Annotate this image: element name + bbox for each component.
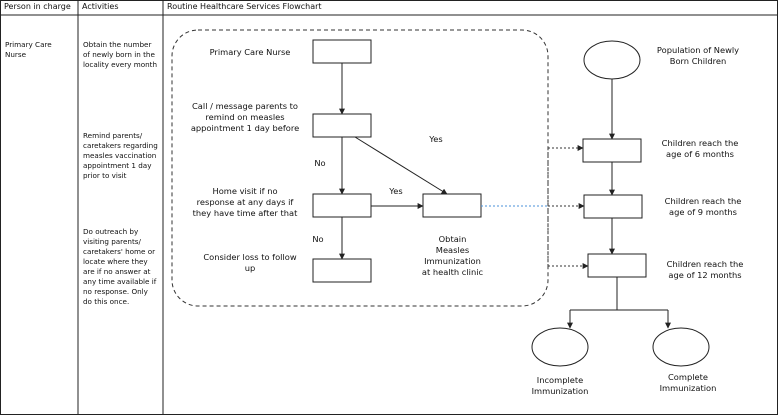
label-incomplete: Incomplete Immunization bbox=[520, 375, 600, 397]
activity-line: appointment 1 day bbox=[83, 161, 152, 170]
call-box bbox=[312, 113, 372, 138]
label-line: Children reach the bbox=[661, 138, 739, 148]
label-yes-mid: Yes bbox=[389, 186, 403, 196]
label-line: Born Children bbox=[669, 56, 727, 66]
activity-1: Obtain the number of newly born in the l… bbox=[83, 40, 161, 70]
activity-line: are if no answer at bbox=[83, 267, 151, 276]
incomplete-ellipse bbox=[531, 327, 589, 367]
label-line: Measles bbox=[435, 245, 470, 255]
activity-line: visiting parents/ bbox=[83, 237, 141, 246]
label-line: Home visit if no bbox=[212, 186, 278, 196]
activity-line: Do outreach by bbox=[83, 227, 139, 236]
label-age6: Children reach the age of 6 months bbox=[655, 138, 745, 160]
label-population: Population of Newly Born Children bbox=[648, 45, 748, 67]
label-line: Immunization bbox=[659, 383, 717, 393]
activity-line: Obtain the number bbox=[83, 40, 152, 49]
activity-line: no response. Only bbox=[83, 287, 148, 296]
complete-ellipse bbox=[652, 327, 710, 367]
label-line: Population of Newly bbox=[656, 45, 740, 55]
label-line: up bbox=[244, 263, 256, 273]
nurse-box bbox=[312, 39, 372, 64]
activity-line: caretakers' home or bbox=[83, 247, 156, 256]
age12-box bbox=[587, 253, 647, 278]
label-complete: Complete Immunization bbox=[648, 372, 728, 394]
label-age12: Children reach the age of 12 months bbox=[660, 259, 750, 281]
label-line: Primary Care Nurse bbox=[209, 47, 291, 57]
person-in-charge-cell: Primary Care Nurse bbox=[5, 40, 75, 60]
obtain-box bbox=[422, 193, 482, 218]
activity-line: do this once. bbox=[83, 297, 130, 306]
header-flowchart: Routine Healthcare Services Flowchart bbox=[167, 2, 322, 11]
label-line: at health clinic bbox=[421, 267, 484, 277]
arrow-call-to-obtain bbox=[354, 136, 448, 195]
age6-box bbox=[582, 138, 642, 163]
header-activities: Activities bbox=[82, 2, 119, 11]
population-ellipse bbox=[583, 40, 641, 80]
activity-line: any time available if bbox=[83, 277, 157, 286]
label-obtain: Obtain Measles Immunization at health cl… bbox=[415, 234, 490, 278]
label-loss: Consider loss to follow up bbox=[190, 252, 310, 274]
person-line: Primary Care bbox=[5, 40, 52, 49]
activity-line: measles vaccination bbox=[83, 151, 157, 160]
label-line: Consider loss to follow bbox=[203, 252, 297, 262]
label-no-top: No bbox=[314, 158, 326, 168]
label-line: Call / message parents to bbox=[192, 101, 298, 111]
activity-3: Do outreach by visiting parents/ caretak… bbox=[83, 227, 161, 307]
label-nurse: Primary Care Nurse bbox=[190, 47, 310, 58]
label-call: Call / message parents to remind on meas… bbox=[180, 101, 310, 134]
label-line: Children reach the bbox=[666, 259, 744, 269]
loss-box bbox=[312, 258, 372, 283]
activity-line: prior to visit bbox=[83, 171, 127, 180]
label-home-visit: Home visit if no response at any days if… bbox=[180, 186, 310, 219]
label-line: age of 12 months bbox=[668, 270, 742, 280]
label-line: Immunization bbox=[531, 386, 589, 396]
activity-line: caretakers regarding bbox=[83, 141, 158, 150]
label-line: Immunization bbox=[424, 256, 481, 266]
label-line: age of 9 months bbox=[669, 207, 737, 217]
age9-box bbox=[583, 194, 643, 219]
activity-line: of newly born in the bbox=[83, 50, 155, 59]
label-line: remind on measles bbox=[205, 112, 285, 122]
activity-line: Remind parents/ bbox=[83, 131, 143, 140]
label-line: Complete bbox=[668, 372, 708, 382]
label-line: age of 6 months bbox=[666, 149, 734, 159]
label-line: Children reach the bbox=[664, 196, 742, 206]
label-line: appointment 1 day before bbox=[190, 123, 300, 133]
label-yes-top: Yes bbox=[429, 134, 443, 144]
activity-line: locate where they bbox=[83, 257, 148, 266]
label-line: they have time after that bbox=[192, 208, 298, 218]
activity-2: Remind parents/ caretakers regarding mea… bbox=[83, 131, 161, 181]
label-line: Incomplete bbox=[536, 375, 584, 385]
label-line: response at any days if bbox=[196, 197, 294, 207]
header-person-in-charge: Person in charge bbox=[4, 2, 71, 11]
home-visit-box bbox=[312, 193, 372, 218]
label-no-bottom: No bbox=[312, 234, 324, 244]
person-line: Nurse bbox=[5, 50, 27, 59]
label-age9: Children reach the age of 9 months bbox=[658, 196, 748, 218]
activity-line: locality every month bbox=[83, 60, 158, 69]
label-line: Obtain bbox=[438, 234, 467, 244]
